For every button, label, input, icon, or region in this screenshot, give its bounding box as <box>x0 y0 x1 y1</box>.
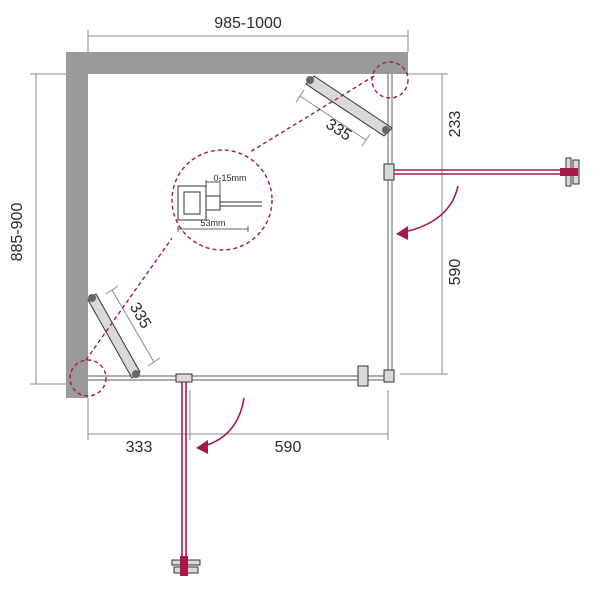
adjust-range-label: 0-15mm <box>213 173 246 183</box>
glass-panels <box>88 74 395 387</box>
top-right-callout <box>371 61 409 99</box>
dimension-right: 233 590 <box>400 73 464 375</box>
detail-circle <box>171 149 273 251</box>
top-right-bracket: 335 <box>295 61 409 147</box>
bottom-door-handle <box>171 556 201 576</box>
detail-callout: 0-15mm 53mm <box>85 75 375 361</box>
dimension-bottom: 333 590 <box>87 390 389 456</box>
right-door-label: 590 <box>447 259 464 286</box>
bottom-door-label: 590 <box>275 439 302 456</box>
dimension-left-height: 885-900 <box>9 73 66 385</box>
profile-detail: 0-15mm 53mm <box>177 173 262 232</box>
right-door-handle <box>560 157 580 187</box>
bracket-top-label: 335 <box>323 116 355 145</box>
left-wall <box>66 52 88 398</box>
bottom-door-open <box>171 373 245 576</box>
right-fixed-label: 233 <box>447 111 464 138</box>
left-height-label: 885-900 <box>9 203 26 262</box>
top-wall <box>66 52 408 74</box>
profile-width-label: 53mm <box>200 218 225 228</box>
bottom-left-callout <box>69 359 107 397</box>
walls <box>66 52 408 398</box>
bottom-fixed-label: 333 <box>126 439 153 456</box>
top-width-label: 985-1000 <box>214 15 282 32</box>
right-door-open <box>383 157 580 240</box>
bracket-left-label: 335 <box>126 300 154 332</box>
dimension-top-width: 985-1000 <box>87 15 409 52</box>
